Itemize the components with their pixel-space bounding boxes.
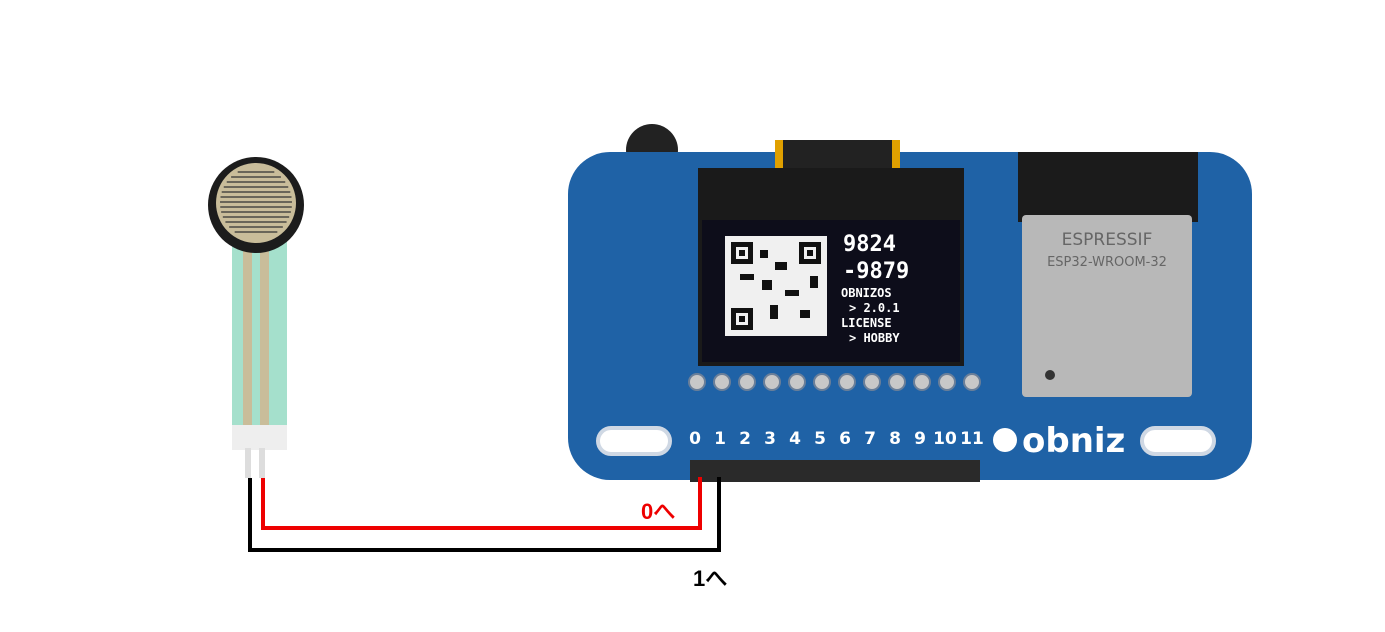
pin-label-9: 9 bbox=[914, 429, 926, 449]
module-model: ESP32-WROOM-32 bbox=[1047, 255, 1167, 270]
oled-line1: 9824 bbox=[843, 232, 896, 257]
sensor-lead-left bbox=[245, 448, 251, 478]
black-wire-label: 1へ bbox=[693, 566, 728, 591]
sensor-lead-right bbox=[259, 448, 265, 478]
header-pin-7 bbox=[863, 373, 881, 391]
sensor-tail bbox=[232, 225, 287, 430]
header-pin-11 bbox=[963, 373, 981, 391]
header-pin-1 bbox=[713, 373, 731, 391]
ribbon-tab-left bbox=[775, 140, 783, 170]
pin-label-8: 8 bbox=[889, 429, 901, 449]
pin-label-11: 11 bbox=[960, 429, 984, 449]
obniz-logo-icon bbox=[993, 428, 1017, 452]
oled-line5: LICENSE bbox=[841, 316, 892, 330]
header-pin-0 bbox=[688, 373, 706, 391]
header-pin-3 bbox=[763, 373, 781, 391]
header-pin-2 bbox=[738, 373, 756, 391]
pin-label-3: 3 bbox=[764, 429, 776, 449]
header-pin-8 bbox=[888, 373, 906, 391]
mount-slot-right bbox=[1140, 426, 1216, 456]
red-wire-label: 0へ bbox=[641, 499, 676, 524]
fsr-traces bbox=[220, 171, 292, 233]
mount-slot-left bbox=[596, 426, 672, 456]
header-pin-5 bbox=[813, 373, 831, 391]
header-pin-9 bbox=[913, 373, 931, 391]
pin-label-5: 5 bbox=[814, 429, 826, 449]
header-pin-6 bbox=[838, 373, 856, 391]
oled-line4: > 2.0.1 bbox=[849, 301, 900, 315]
oled-line3: OBNIZOS bbox=[841, 286, 892, 300]
header-pin-4 bbox=[788, 373, 806, 391]
sensor-connector bbox=[232, 425, 287, 450]
black-wire bbox=[248, 477, 721, 552]
module-dot bbox=[1045, 370, 1055, 380]
board-connector bbox=[690, 460, 980, 482]
oled-line6: > HOBBY bbox=[849, 331, 900, 345]
pin-label-4: 4 bbox=[789, 429, 801, 449]
pin-label-7: 7 bbox=[864, 429, 876, 449]
antenna-area bbox=[1018, 152, 1198, 222]
esp32-module bbox=[1022, 215, 1192, 397]
sensor-trace-right bbox=[260, 225, 269, 440]
sensor-trace-left bbox=[243, 225, 252, 440]
module-maker: ESPRESSIF bbox=[1062, 230, 1153, 250]
brand-logo: obniz bbox=[1022, 421, 1125, 461]
pin-label-6: 6 bbox=[839, 429, 851, 449]
oled-ribbon bbox=[775, 140, 900, 170]
pin-label-2: 2 bbox=[739, 429, 751, 449]
pin-label-1: 1 bbox=[714, 429, 726, 449]
fsr-sensing-area bbox=[216, 163, 296, 243]
ribbon-tab-right bbox=[892, 140, 900, 170]
pin-label-10: 10 bbox=[933, 429, 957, 449]
header-pins bbox=[688, 373, 981, 391]
pin-label-0: 0 bbox=[689, 429, 701, 449]
header-pin-10 bbox=[938, 373, 956, 391]
red-wire bbox=[261, 477, 702, 530]
oled-line2: -9879 bbox=[843, 259, 909, 284]
